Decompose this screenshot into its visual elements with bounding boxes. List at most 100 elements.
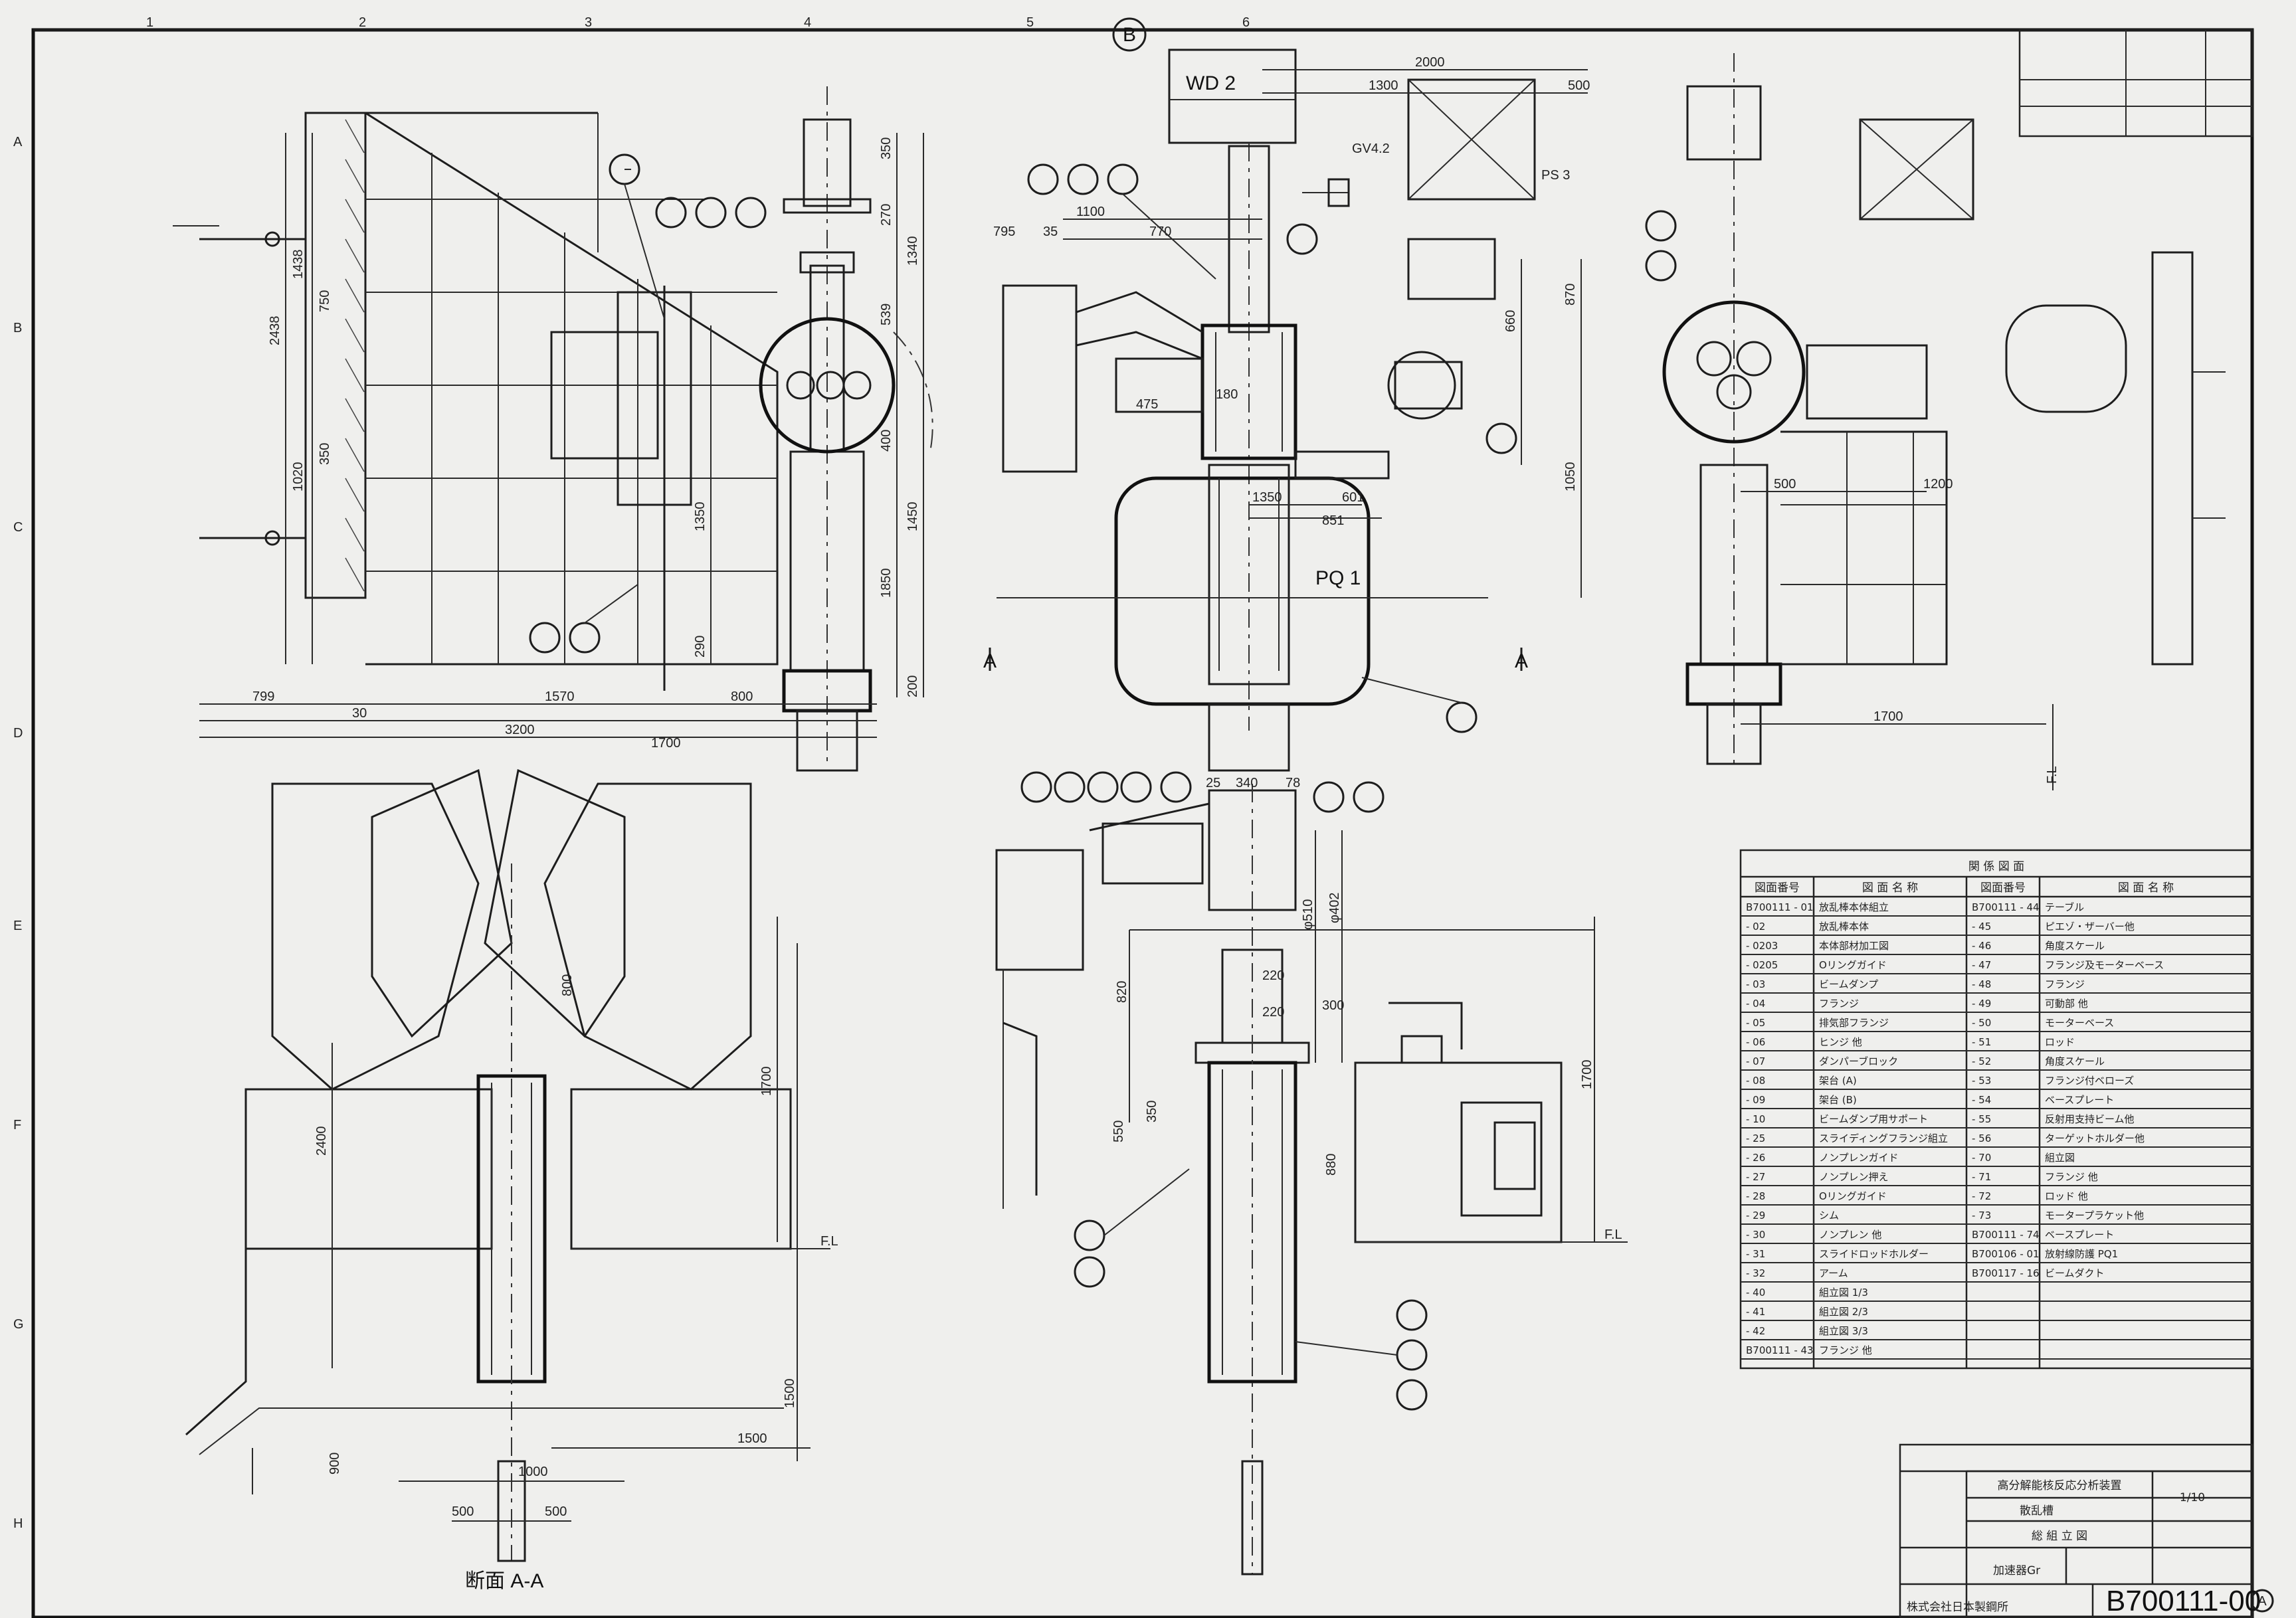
labels-top-right: 500 1200 1700 F.L (1645, 210, 2059, 784)
table-cell: モーターベース (2045, 1017, 2114, 1029)
table-cell: - 10 (1746, 1113, 1765, 1125)
dim: 1438 (291, 250, 306, 280)
grid-numbers: 1 2 3 4 5 6 (146, 15, 1250, 30)
grid-number-3: 3 (585, 15, 592, 30)
table-cell: ベースプレート (2045, 1094, 2114, 1106)
table-cell: B700111 - 01 (1746, 901, 1814, 913)
table-cell: - 08 (1746, 1075, 1765, 1087)
dim: 340 (1236, 776, 1258, 790)
table-cell: Oリングガイド (1819, 959, 1887, 971)
table-cell: - 55 (1972, 1113, 1991, 1125)
dim: 2000 (1415, 55, 1445, 70)
dim: 799 (252, 689, 274, 704)
dim: 30 (352, 706, 367, 721)
label-section-a-left: A (983, 650, 997, 672)
title-revision: A (2257, 1594, 2267, 1609)
table-cell: ノンプレンガイド (1819, 1152, 1899, 1164)
table-cell: テーブル (2045, 901, 2084, 913)
table-cell: フランジ及モーターベース (2045, 959, 2164, 971)
view-top-right-side (1662, 53, 2226, 790)
dim: 220 (1262, 968, 1284, 983)
dim: 1020 (291, 462, 306, 492)
dim: 1200 (1923, 477, 1953, 492)
dim: 1340 (906, 236, 920, 266)
table-cell: 組立図 2/3 (1819, 1306, 1868, 1318)
title-department: 加速器Gr (1993, 1564, 2040, 1577)
table-cell: - 02 (1746, 921, 1765, 933)
related-header-name2: 図 面 名 称 (2118, 881, 2174, 895)
table-cell: フランジ (2045, 978, 2085, 990)
table-cell: - 25 (1746, 1132, 1765, 1144)
table-cell: ロッド 他 (2045, 1190, 2088, 1202)
table-cell: モータープラケット他 (2045, 1210, 2144, 1221)
grid-number-5: 5 (1026, 15, 1034, 30)
table-cell: - 46 (1972, 940, 1991, 952)
table-cell: 可動部 他 (2045, 998, 2088, 1010)
dim: 1350 (693, 502, 708, 532)
table-cell: 反射用支持ビーム他 (2045, 1113, 2135, 1125)
table-cell: 組立図 (2045, 1152, 2075, 1164)
title-scale: 1/10 (2180, 1491, 2205, 1504)
table-cell: - 07 (1746, 1055, 1765, 1067)
title-subject: 散乱槽 (2020, 1504, 2054, 1518)
table-cell: 組立図 3/3 (1819, 1325, 1868, 1337)
dim: 660 (1503, 310, 1518, 332)
title-drawing-number: B700111-00 (2106, 1585, 2261, 1617)
label-wd2: WD 2 (1186, 72, 1236, 94)
table-cell: Oリングガイド (1819, 1190, 1887, 1202)
dim: 3200 (505, 723, 535, 737)
dim: 1450 (906, 502, 920, 532)
table-cell: ビームダクト (2045, 1267, 2105, 1279)
dim: 870 (1563, 284, 1578, 306)
table-cell: - 28 (1746, 1190, 1765, 1202)
dim: 500 (452, 1504, 474, 1519)
dim: 475 (1136, 397, 1158, 412)
dim: 539 (879, 304, 894, 325)
table-cell: ビームダンプ (1819, 978, 1878, 990)
grid-letter-d: D (13, 726, 23, 741)
dim: 200 (906, 675, 920, 697)
labels-bottom-center: 25 340 78 820 550 350 880 1700 φ510 φ402… (1111, 776, 1622, 1242)
table-cell: 角度スケール (2045, 940, 2105, 952)
grid-letter-g: G (13, 1317, 24, 1332)
top-marker-letter: B (1123, 24, 1136, 46)
table-cell: - 41 (1746, 1306, 1765, 1318)
dim: 350 (1145, 1101, 1159, 1123)
table-cell: - 32 (1746, 1267, 1765, 1279)
grid-number-4: 4 (804, 15, 811, 30)
wall-hatching (345, 119, 365, 592)
table-cell: 本体部材加工図 (1819, 940, 1889, 952)
revision-block (2018, 29, 2253, 137)
related-header-no2: 図面番号 (1980, 881, 2026, 895)
title-block (1899, 1443, 2253, 1618)
title-company: 株式会社日本製鋼所 (1907, 1601, 2008, 1614)
dim: φ402 (1327, 893, 1342, 923)
table-cell: - 30 (1746, 1229, 1765, 1241)
labels-top-center: WD 2 GV4.2 PS 3 PQ 1 A A 2000 1300 500 1… (983, 55, 1590, 672)
table-cell: - 72 (1972, 1190, 1991, 1202)
title-drawing-title: 総 組 立 図 (2032, 1530, 2087, 1543)
dim: 1700 (1873, 709, 1903, 724)
table-cell: 排気部フランジ (1819, 1017, 1889, 1029)
table-cell: - 03 (1746, 978, 1765, 990)
table-cell: アーム (1819, 1267, 1848, 1279)
table-cell: - 70 (1972, 1152, 1991, 1164)
grid-letter-h: H (13, 1516, 23, 1531)
label-fl-right: F.L (2045, 766, 2059, 784)
table-cell: フランジ 他 (1819, 1344, 1872, 1356)
view-top-left-side-elevation (173, 86, 933, 772)
dim: 601 (1342, 490, 1364, 505)
table-cell: - 0203 (1746, 940, 1778, 952)
table-cell: - 50 (1972, 1017, 1991, 1029)
table-cell: - 27 (1746, 1171, 1765, 1183)
dim: 851 (1322, 513, 1344, 528)
grid-number-6: 6 (1242, 15, 1250, 30)
table-cell: - 40 (1746, 1287, 1765, 1299)
table-cell: B700111 - 43 (1746, 1344, 1814, 1356)
dim: 1570 (545, 689, 575, 704)
view-bottom-left-section-aa (185, 768, 830, 1562)
table-cell: - 09 (1746, 1094, 1765, 1106)
table-cell: - 04 (1746, 998, 1765, 1010)
dim: 2438 (268, 316, 282, 346)
